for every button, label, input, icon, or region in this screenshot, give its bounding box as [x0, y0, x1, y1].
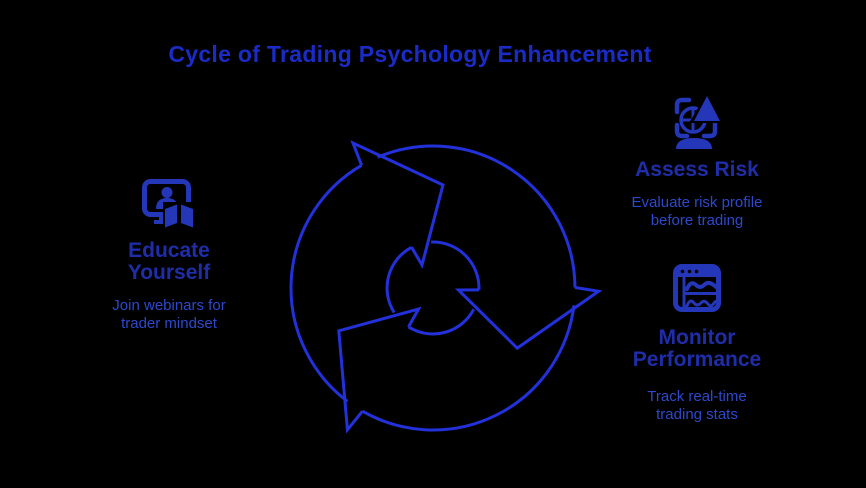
- label-line: Educate: [128, 239, 210, 262]
- step-label: Educate Yourself: [84, 240, 254, 284]
- step-description: Track real-time trading stats: [612, 388, 782, 424]
- risk-profile-scan-triangle-icon: [674, 95, 721, 149]
- description-line: Evaluate risk profile: [631, 194, 763, 211]
- step-educate-yourself: Educate Yourself Join webinars for trade…: [84, 179, 254, 333]
- description-line: Track real-time: [647, 388, 747, 405]
- label-line: Assess Risk: [635, 158, 759, 181]
- page-title: Cycle of Trading Psychology Enhancement: [168, 41, 652, 67]
- step-description: Evaluate risk profile before trading: [612, 194, 782, 230]
- description-line: before trading: [650, 212, 744, 229]
- step-assess-risk: Assess Risk Evaluate risk profile before…: [612, 95, 782, 230]
- step-label: Assess Risk: [612, 159, 782, 181]
- description-line: trader mindset: [121, 315, 217, 332]
- description-line: Join webinars for: [112, 297, 226, 314]
- step-label: Monitor Performance: [612, 327, 782, 371]
- label-line: Monitor: [658, 326, 736, 349]
- step-monitor-performance: Monitor Performance Track real-time trad…: [612, 264, 782, 424]
- description-line: trading stats: [656, 406, 738, 423]
- cycle-arrows-graphic: [289, 118, 603, 458]
- window-frame: [673, 264, 721, 312]
- label-line: Performance: [632, 348, 762, 371]
- performance-chart-window-icon: [673, 264, 721, 312]
- webinar-presentation-book-icon: [142, 179, 196, 230]
- label-line: Yourself: [127, 261, 211, 284]
- step-description: Join webinars for trader mindset: [84, 297, 254, 333]
